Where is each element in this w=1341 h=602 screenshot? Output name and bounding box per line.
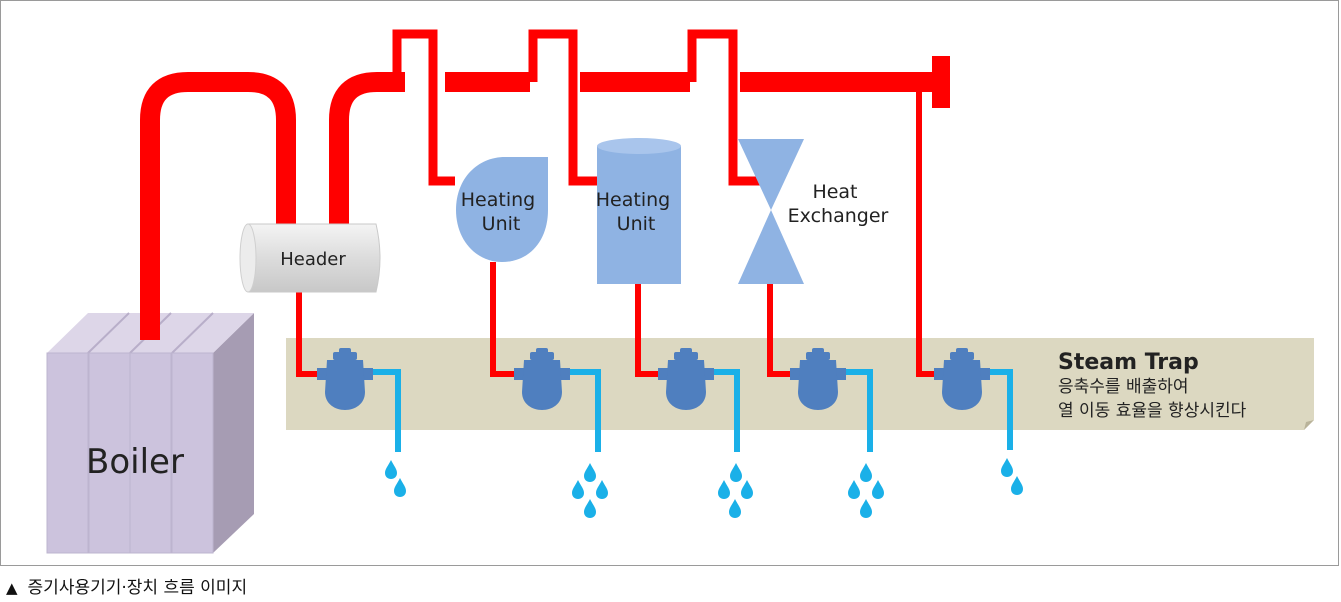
heating-unit-1-label: Heating Unit xyxy=(461,189,542,235)
boiler xyxy=(46,312,254,554)
steam-pipes xyxy=(140,29,940,377)
caption-text: 증기사용기기·장치 흐름 이미지 xyxy=(27,578,248,598)
figure-caption: ▲ 증기사용기기·장치 흐름 이미지 xyxy=(6,573,247,598)
heating-unit-2-label-line1: Heating xyxy=(596,189,670,211)
heating-unit-2-label: Heating Unit xyxy=(596,189,677,235)
heating-unit-1 xyxy=(456,157,548,262)
steam-flow-diagram: Boiler Header Heating Unit Heating Unit … xyxy=(46,29,1314,554)
heat-exchanger xyxy=(738,139,804,284)
heating-unit-1-label-line2: Unit xyxy=(482,213,521,235)
heat-exchanger-label-line1: Heat xyxy=(812,181,857,203)
heat-exchanger-label: Heat Exchanger xyxy=(788,181,889,227)
caption-marker: ▲ xyxy=(6,579,18,597)
condensate-drops xyxy=(385,458,1023,518)
steam-trap-desc-line2: 열 이동 효율을 향상시킨다 xyxy=(1058,401,1247,421)
main-line-end-cap xyxy=(932,56,950,108)
header xyxy=(239,223,381,293)
steam-trap-desc-line1: 응축수를 배출하여 xyxy=(1058,377,1189,397)
heating-unit-2 xyxy=(597,138,681,284)
heat-exchanger-label-line2: Exchanger xyxy=(788,205,889,227)
heating-unit-2-label-line2: Unit xyxy=(617,213,656,235)
heating-unit-1-label-line1: Heating xyxy=(461,189,535,211)
header-label: Header xyxy=(280,249,346,270)
condensate-lines xyxy=(368,369,1013,452)
steam-trap-title: Steam Trap xyxy=(1058,350,1199,375)
boiler-label: Boiler xyxy=(86,442,184,482)
